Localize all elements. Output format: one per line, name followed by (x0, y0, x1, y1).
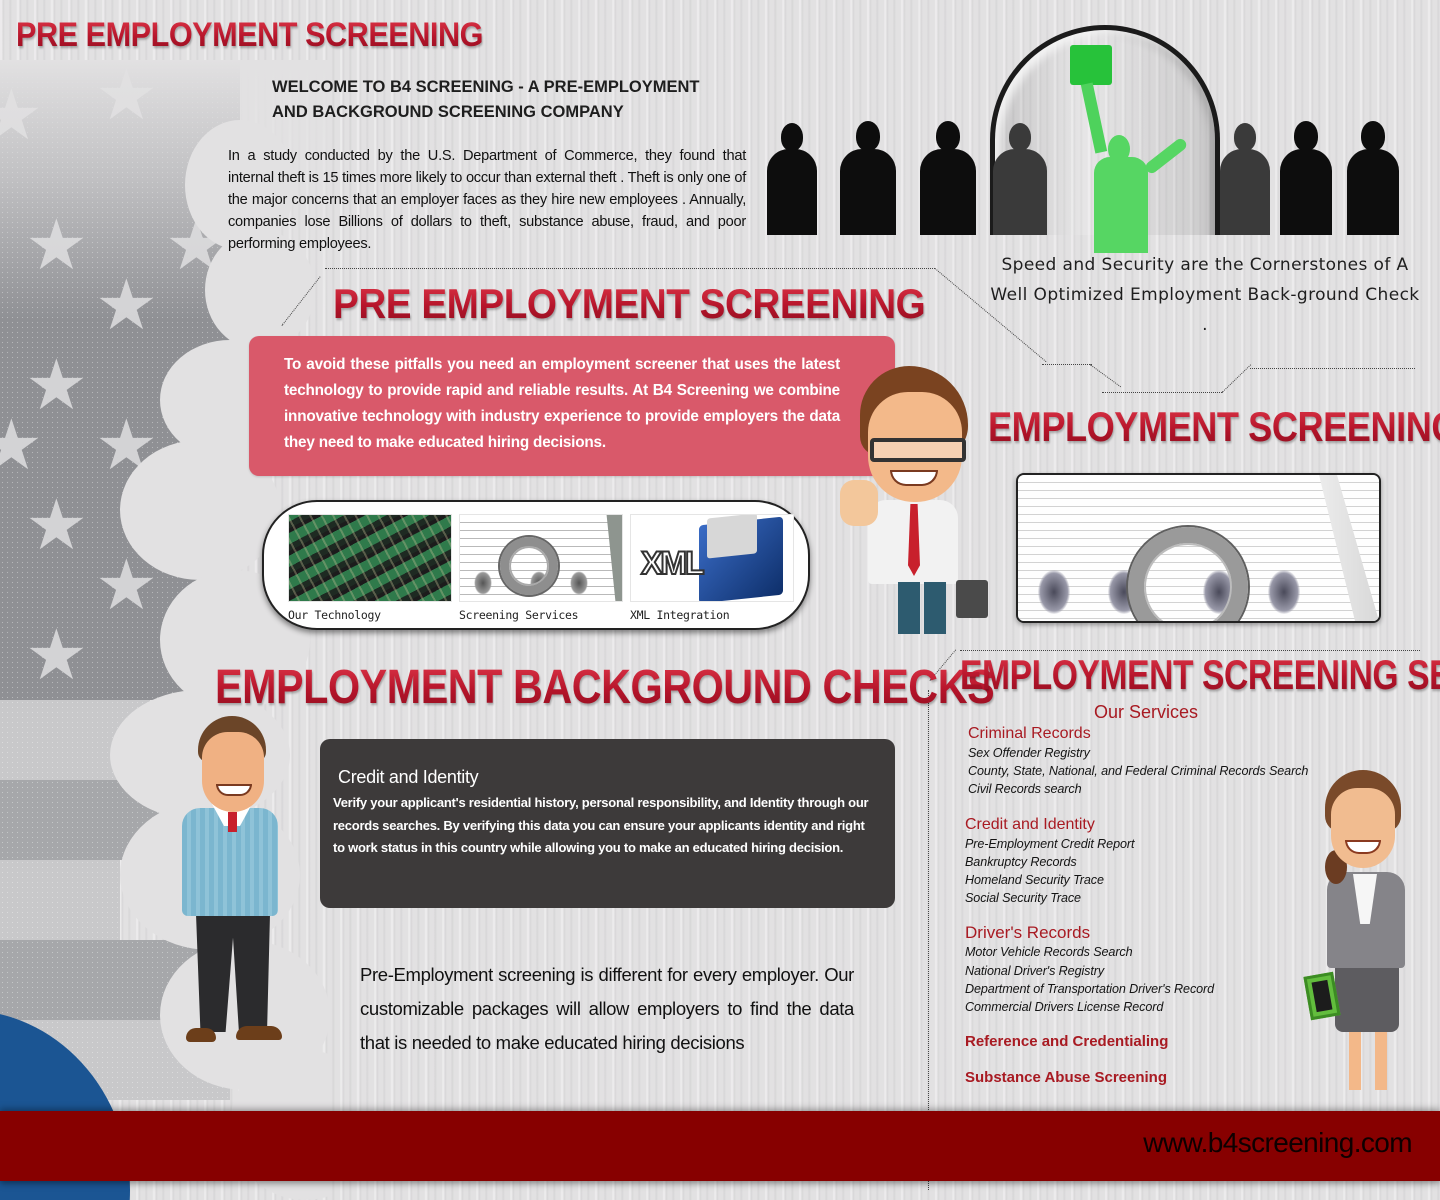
circuit-board-image[interactable] (288, 514, 452, 602)
briefcase-icon (956, 580, 988, 618)
service-item: Bankruptcy Records (965, 854, 1077, 869)
xml-badge: XML (640, 544, 706, 582)
flag-stripe (0, 860, 120, 940)
thumbnail-screening-services[interactable]: Screening Services (459, 514, 623, 622)
pre-screening-text: To avoid these pitfalls you need an empl… (284, 356, 840, 451)
page-title: PRE EMPLOYMENT SCREENING (16, 16, 483, 54)
service-item: National Driver's Registry (965, 963, 1105, 978)
silhouette-person (920, 121, 976, 235)
connector-line (325, 268, 935, 269)
tagline: Speed and Security are the Cornerstones … (990, 255, 1420, 335)
thumbnail-label[interactable]: Screening Services (459, 608, 579, 622)
packages-paragraph: Pre-Employment screening is different fo… (360, 964, 854, 1053)
star-icon: ★ (25, 484, 88, 566)
service-item: Motor Vehicle Records Search (965, 945, 1133, 960)
service-item: Sex Offender Registry (968, 746, 1090, 760)
credit-identity-title: Credit and Identity (338, 767, 479, 787)
thumbnail-our-technology[interactable]: Our Technology (288, 514, 452, 622)
silhouettes-illustration (765, 25, 1405, 253)
cartoon-businesswoman (1303, 770, 1415, 1100)
thumbnail-xml-integration[interactable]: XML XML Integration (630, 514, 794, 622)
services-heading: EMPLOYMENT SCREENING SERVICES (960, 651, 1440, 699)
handcuffs-fingerprint-form-image (1016, 473, 1381, 623)
services-subheading: Our Services (1093, 702, 1199, 722)
service-group-drivers-records: Driver's Records Motor Vehicle Records S… (965, 923, 1335, 1016)
service-item: Commercial Drivers License Record (965, 1000, 1164, 1015)
silhouette-person (1347, 121, 1399, 235)
xml-folder-image[interactable]: XML (630, 514, 794, 602)
connector-line (1221, 364, 1252, 393)
service-group-title[interactable]: Credit and Identity (965, 815, 1095, 833)
connector-line (1250, 368, 1415, 369)
thumbnail-label[interactable]: Our Technology (288, 608, 381, 622)
handcuffs-fingerprint-image[interactable] (459, 514, 623, 602)
service-group-title[interactable]: Criminal Records (968, 725, 1091, 742)
connector-line (1042, 364, 1092, 365)
star-icon: ★ (25, 344, 88, 426)
intro-paragraph: In a study conducted by the U.S. Departm… (228, 148, 746, 252)
thumbnail-strip: Our Technology Screening Services XML XM… (262, 500, 810, 630)
services-list: Our Services Criminal Records Sex Offend… (965, 702, 1335, 1088)
service-group-substance-abuse: Substance Abuse Screening (965, 1068, 1335, 1088)
service-item: Civil Records search (968, 782, 1082, 797)
cartoon-man-thumbs-up (838, 366, 988, 641)
credit-identity-text: Verify your applicant's residential hist… (333, 795, 869, 855)
silhouette-person (1220, 123, 1270, 235)
star-icon: ★ (0, 404, 43, 486)
service-item: Department of Transportation Driver's Re… (965, 981, 1215, 996)
employment-screening-heading: EMPLOYMENT SCREENING (988, 403, 1440, 451)
service-item: Social Security Trace (965, 891, 1081, 906)
flag-fade (0, 60, 330, 320)
star-icon: ★ (25, 614, 88, 696)
connector-line (1102, 392, 1222, 393)
background-checks-heading: EMPLOYMENT BACKGROUND CHECKS (215, 661, 995, 714)
service-group-title[interactable]: Reference and Credentialing (965, 1033, 1169, 1051)
welcome-heading: WELCOME TO B4 SCREENING - A PRE-EMPLOYME… (272, 78, 700, 121)
silhouette-person (993, 123, 1047, 235)
credit-identity-box: Credit and Identity Verify your applican… (320, 739, 895, 908)
silhouette-person (767, 123, 817, 235)
service-group-title[interactable]: Substance Abuse Screening (965, 1069, 1168, 1087)
connector-line (928, 690, 929, 1190)
connector-line (1089, 364, 1122, 388)
service-group-credit-identity: Credit and Identity Pre-Employment Credi… (965, 815, 1335, 908)
thumbnail-label[interactable]: XML Integration (630, 608, 730, 622)
silhouette-person (840, 121, 896, 235)
connector-line (960, 650, 1420, 651)
website-link[interactable]: www.b4screening.com (1143, 1127, 1412, 1158)
service-group-title[interactable]: Driver's Records (965, 923, 1091, 943)
thumbs-up-icon (840, 480, 878, 526)
green-winner-figure (1070, 45, 1230, 253)
service-item: Pre-Employment Credit Report (965, 836, 1135, 851)
footer-bar: www.b4screening.com (0, 1111, 1440, 1181)
service-group-criminal-records: Criminal Records Sex Offender Registry C… (968, 724, 1335, 799)
service-group-reference: Reference and Credentialing (965, 1032, 1335, 1052)
cartoon-man-sweater (178, 716, 308, 1056)
service-item: County, State, National, and Federal Cri… (968, 764, 1309, 779)
service-item: Homeland Security Trace (965, 873, 1104, 888)
silhouette-person (1280, 121, 1332, 235)
pre-screening-box: To avoid these pitfalls you need an empl… (249, 336, 895, 476)
pre-screening-heading: PRE EMPLOYMENT SCREENING (333, 280, 926, 327)
